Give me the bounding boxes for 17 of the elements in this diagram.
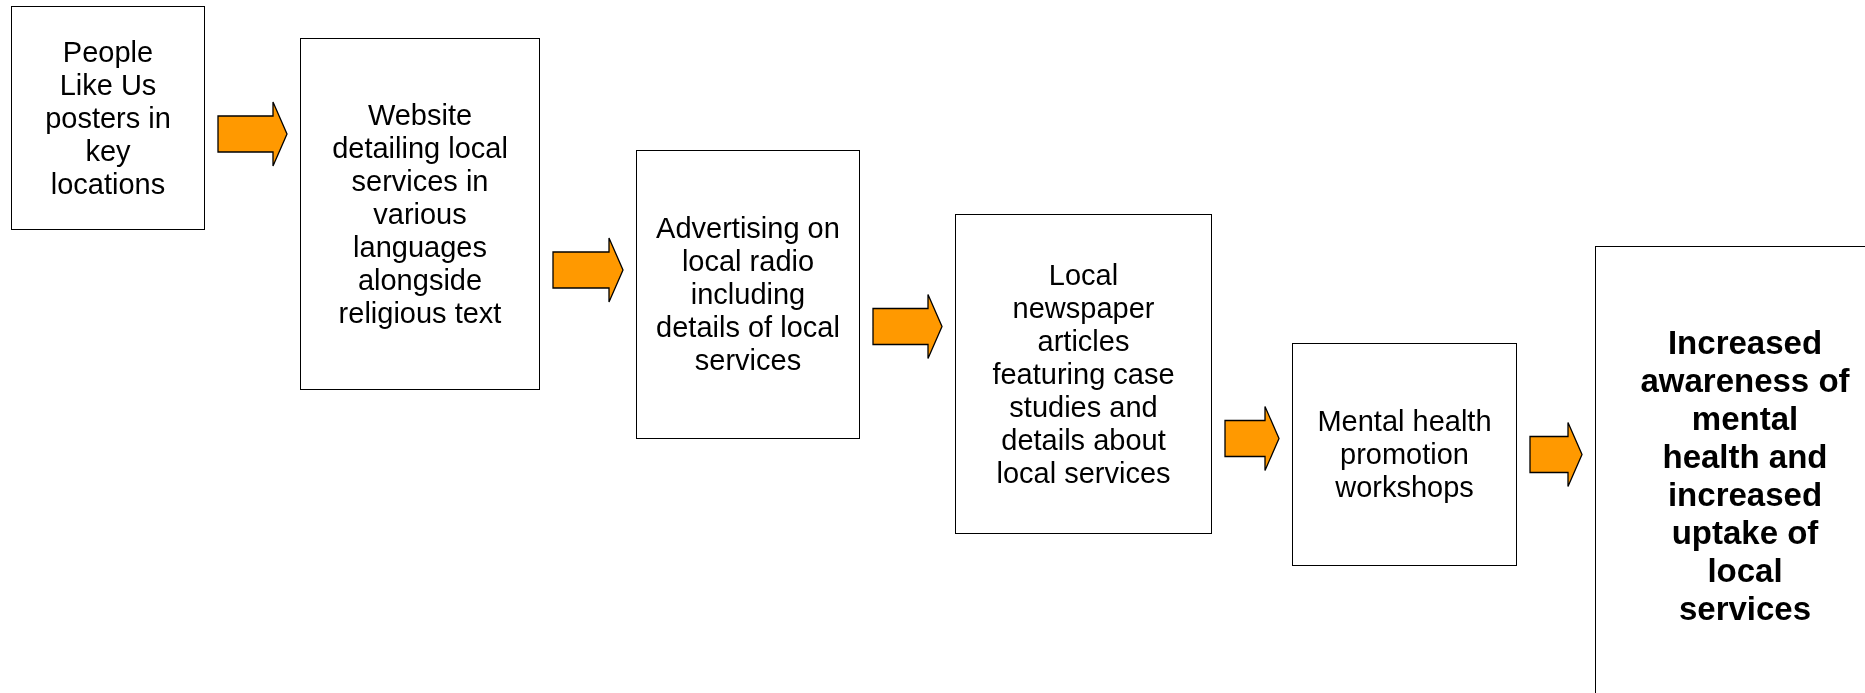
block-arrow: [1529, 421, 1583, 488]
process-box: [300, 38, 540, 390]
process-box: [955, 214, 1212, 534]
process-box: [1595, 246, 1865, 693]
box-text: Increased awareness of mental health and increased uptake of local services: [1640, 324, 1850, 628]
process-box: [11, 6, 205, 230]
process-box: [636, 150, 860, 439]
block-arrow: [872, 293, 943, 360]
box-text: Mental health promotion workshops: [1316, 405, 1493, 504]
block-arrow: [552, 237, 624, 303]
box-text: Local newspaper articles featuring case studies and details about local services: [991, 258, 1176, 490]
box-text: Advertising on local radio including details of local services: [655, 212, 841, 377]
block-arrow: [217, 101, 288, 167]
box-text: People Like Us posters in key locations: [44, 35, 172, 201]
process-box: [1292, 343, 1517, 566]
block-arrow: [1224, 405, 1280, 472]
box-text: Website detailing local services in various languages alongside religious text: [331, 98, 509, 330]
